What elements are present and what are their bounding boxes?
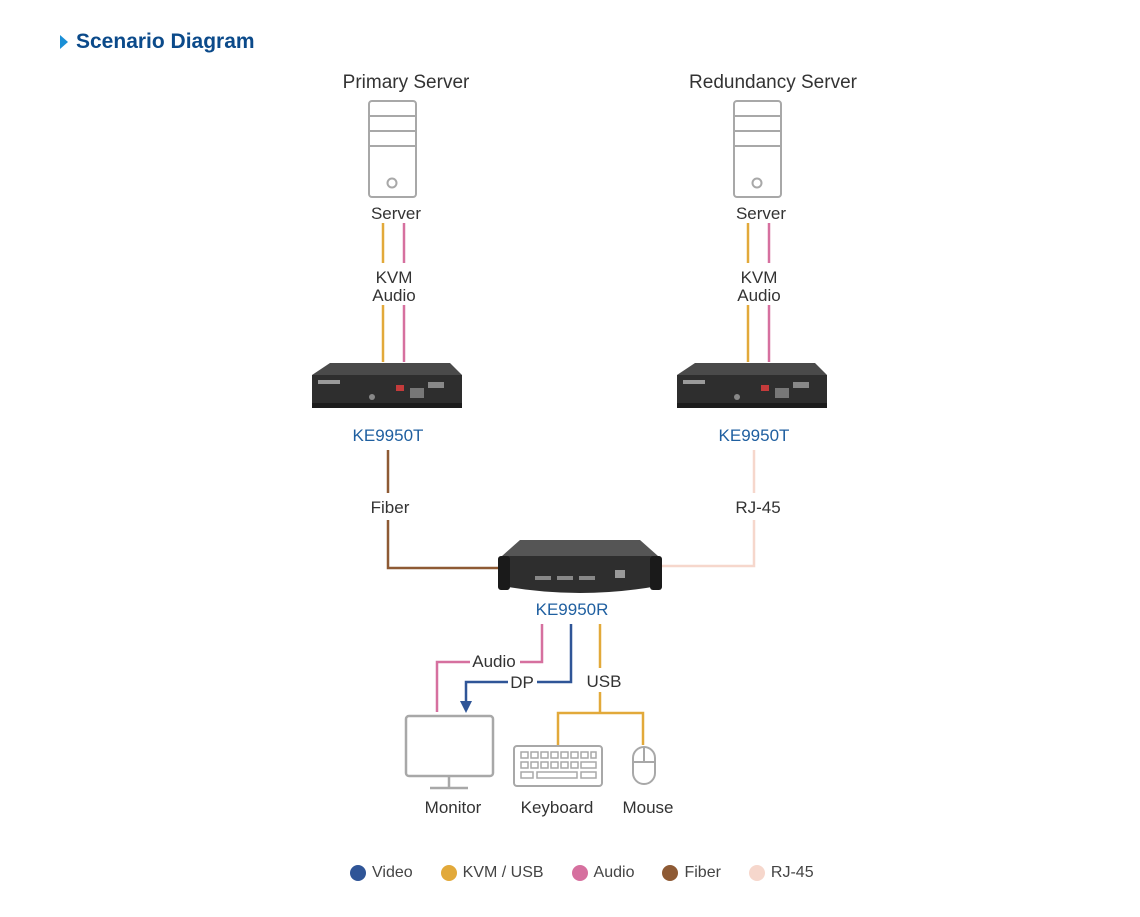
fiber-label: Fiber	[371, 498, 410, 517]
legend-label: Fiber	[684, 864, 721, 881]
transmitter-primary-model: KE9950T	[353, 426, 424, 445]
legend-dot	[350, 865, 366, 881]
primary-audio-label: Audio	[372, 286, 415, 305]
legend-dot	[748, 865, 765, 881]
legend-label: KVM / USB	[462, 864, 544, 881]
legend-label: Audio	[593, 864, 635, 881]
dp-line-monitor	[464, 680, 508, 704]
rj45-label: RJ-45	[735, 498, 780, 517]
transmitter-redundancy-model: KE9950T	[719, 426, 790, 445]
redundancy-kvm-label: KVM	[741, 268, 778, 287]
legend-dot	[571, 865, 588, 881]
monitor-label: Monitor	[425, 798, 482, 817]
legend-dot	[440, 865, 457, 881]
redundancy-server-title: Redundancy Server	[689, 72, 858, 93]
connections	[381, 223, 771, 745]
redundancy-server-label: Server	[736, 204, 786, 223]
redundancy-audio-label: Audio	[737, 286, 780, 305]
keyboard-label: Keyboard	[521, 798, 594, 817]
monitor-icon	[404, 714, 495, 790]
usb-branch-line	[556, 711, 645, 745]
audio-line-monitor	[435, 660, 470, 712]
legend-label: Video	[372, 864, 413, 881]
rj45-line-lower	[655, 520, 756, 568]
transmitter-redundancy-device	[677, 363, 827, 408]
audio-label: Audio	[472, 652, 515, 671]
legend-item-kvm-usb: KVM / USB	[440, 864, 544, 882]
legend-item-video: Video	[350, 864, 413, 882]
dp-arrow-icon	[460, 701, 472, 713]
mouse-label: Mouse	[622, 798, 673, 817]
legend-item-audio: Audio	[571, 864, 635, 882]
caret-right-icon	[60, 35, 68, 49]
receiver-model: KE9950R	[536, 600, 609, 619]
usb-label: USB	[587, 672, 622, 691]
legend-item-rj45: RJ-45	[748, 864, 814, 882]
section-heading: Scenario Diagram	[60, 30, 255, 54]
transmitter-primary-device	[312, 363, 462, 408]
audio-line	[520, 624, 544, 664]
legend: Video KVM / USB Audio Fiber RJ-45	[350, 864, 842, 882]
receiver-device	[498, 540, 662, 593]
legend-dot	[662, 865, 679, 881]
dp-label: DP	[510, 673, 534, 692]
keyboard-icon	[513, 745, 603, 787]
primary-server-icon	[368, 100, 417, 198]
section-title: Scenario Diagram	[76, 30, 255, 53]
legend-item-fiber: Fiber	[662, 864, 721, 882]
primary-server-title: Primary Server	[343, 72, 470, 93]
dp-line	[537, 624, 573, 684]
legend-label: RJ-45	[770, 864, 814, 881]
primary-kvm-label: KVM	[376, 268, 413, 287]
mouse-icon	[632, 746, 656, 785]
redundancy-server-icon	[733, 100, 782, 198]
primary-server-label: Server	[371, 204, 421, 223]
fiber-line-lower	[386, 520, 505, 570]
